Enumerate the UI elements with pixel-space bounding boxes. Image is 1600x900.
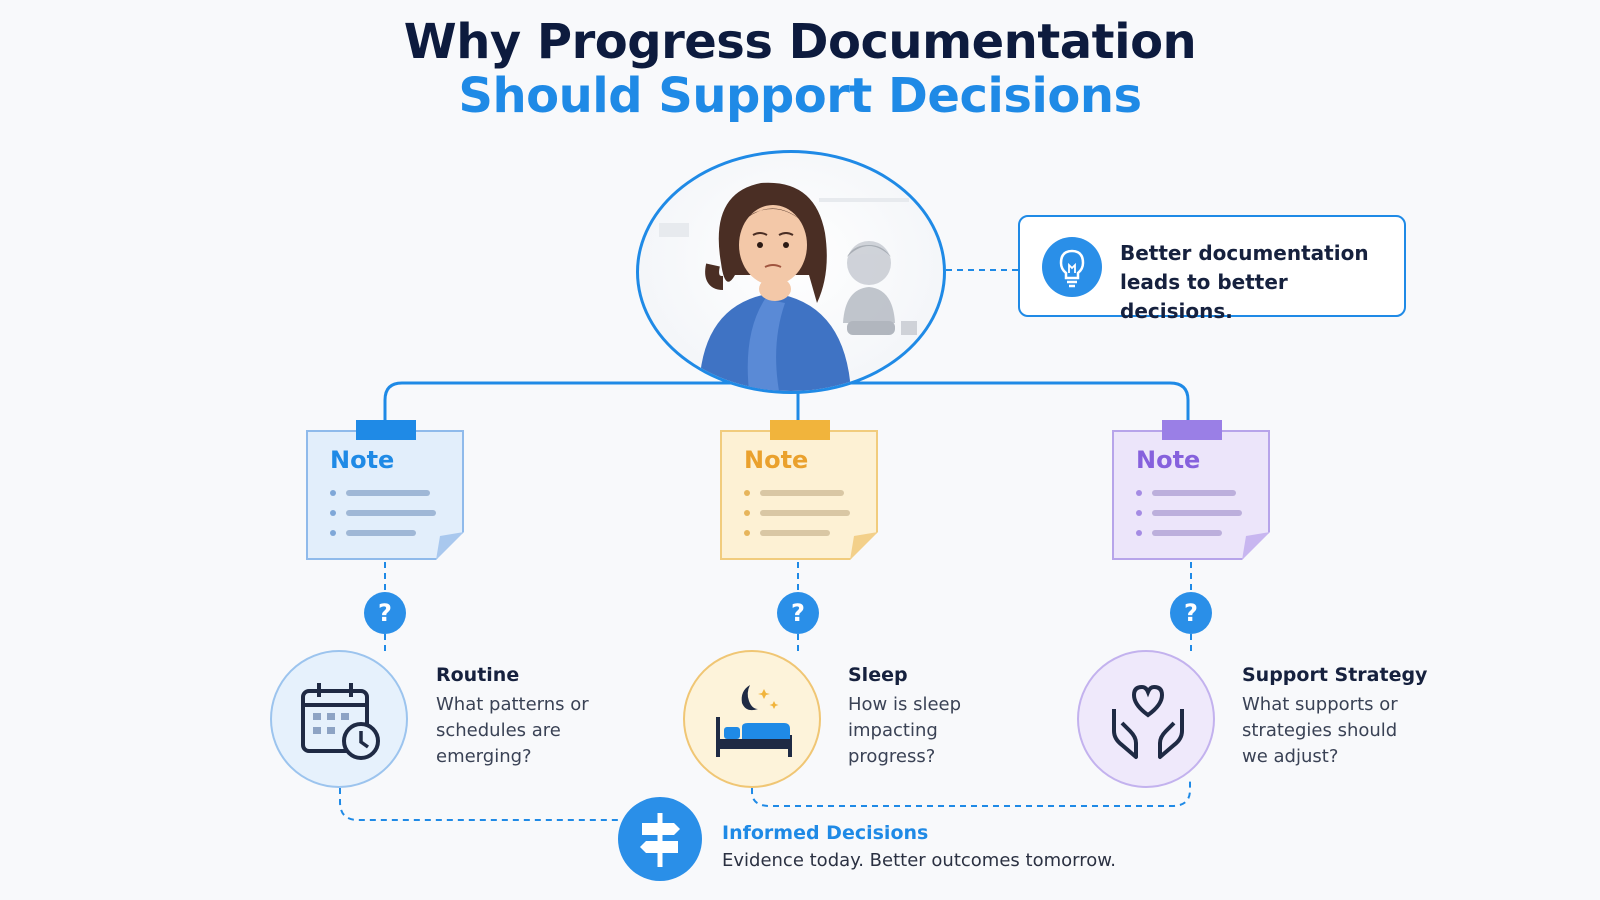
signpost-icon [618, 797, 702, 881]
support-strategy-description: What supports or strategies should we ad… [1242, 694, 1398, 767]
routine-circle [270, 650, 408, 788]
routine-description: What patterns or schedules are emerging? [436, 694, 589, 767]
sleep-title: Sleep [848, 664, 908, 686]
note-title: Note [330, 446, 395, 474]
note-card-blue: Note [306, 420, 464, 560]
sleep-text: Sleep How is sleep impacting progress? [848, 664, 1088, 770]
note-card-purple: Note [1112, 420, 1270, 560]
parent-child-illustration [636, 150, 946, 394]
sleep-circle [683, 650, 821, 788]
routine-text: Routine What patterns or schedules are e… [436, 664, 676, 770]
support-strategy-circle [1077, 650, 1215, 788]
routine-title: Routine [436, 664, 520, 686]
note-title: Note [744, 446, 809, 474]
note-fold [1242, 532, 1270, 560]
callout-text: Better documentation leads to better dec… [1120, 241, 1369, 323]
note-card-yellow: Note [720, 420, 878, 560]
support-strategy-title: Support Strategy [1242, 664, 1428, 686]
key-message-callout: Better documentation leads to better dec… [1018, 215, 1406, 323]
worried-parent-icon [659, 182, 917, 391]
question-badge-support: ? [1170, 592, 1212, 634]
note-lines [1136, 490, 1242, 536]
title-line-1: Why Progress Documentation [403, 14, 1197, 70]
title-line-2: Should Support Decisions [458, 68, 1142, 124]
sleep-description: How is sleep impacting progress? [848, 694, 962, 767]
hands-heart-icon [1112, 684, 1184, 759]
note-tape [770, 420, 830, 440]
note-tape [1162, 420, 1222, 440]
question-badge-routine: ? [364, 592, 406, 634]
bed-moon-icon [716, 685, 792, 757]
note-lines [330, 490, 436, 536]
note-lines [744, 490, 850, 536]
decision-subtitle: Evidence today. Better outcomes tomorrow… [722, 850, 1117, 871]
note-fold [850, 532, 878, 560]
note-title: Note [1136, 446, 1201, 474]
lightbulb-icon [1042, 237, 1102, 297]
support-strategy-text: Support Strategy What supports or strate… [1242, 664, 1482, 770]
note-tape [356, 420, 416, 440]
decision-title: Informed Decisions [722, 822, 929, 844]
calendar-clock-icon [301, 683, 380, 760]
note-fold [436, 532, 464, 560]
question-badge-sleep: ? [777, 592, 819, 634]
